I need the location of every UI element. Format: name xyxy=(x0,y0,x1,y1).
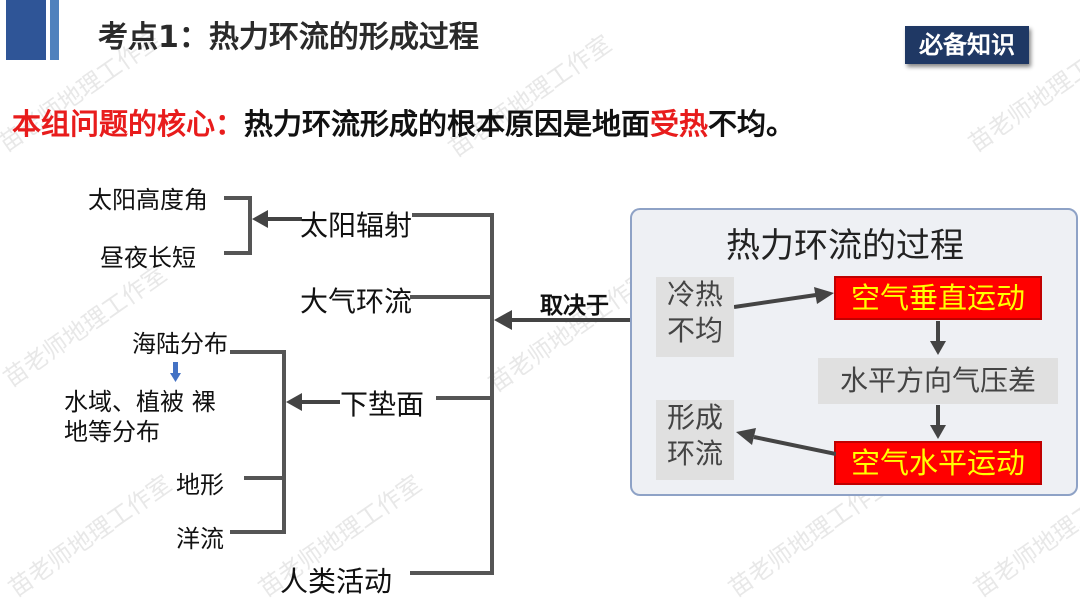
middle-atmospheric-circulation: 大气环流 xyxy=(300,285,413,318)
title-accent-bar-thin xyxy=(50,0,59,60)
depends-on-label: 取决于 xyxy=(540,293,609,319)
page-title: 考点1：热力环流的形成过程 xyxy=(98,20,479,55)
factor-sun-angle: 太阳高度角 xyxy=(88,186,208,214)
process-step-pressure-difference: 水平方向气压差 xyxy=(818,358,1058,404)
process-start-line-2: 不均 xyxy=(666,314,723,347)
middle-underlying-surface: 下垫面 xyxy=(340,388,425,421)
factor-terrain: 地形 xyxy=(176,471,224,499)
core-prefix: 本组问题的核心： xyxy=(12,107,245,141)
knowledge-badge: 必备知识 xyxy=(905,26,1029,64)
core-text-1: 热力环流形成的根本原因是地面 xyxy=(244,107,651,141)
process-end-line-1: 形成 xyxy=(666,401,723,434)
core-statement: 本组问题的核心：热力环流形成的根本原因是地面受热不均。 xyxy=(12,101,795,143)
core-highlight: 受热 xyxy=(650,107,709,141)
right-arrow-icon xyxy=(734,287,834,309)
left-arrow-icon xyxy=(252,210,302,228)
factor-day-length: 昼夜长短 xyxy=(100,244,196,272)
down-arrow-icon xyxy=(930,321,946,355)
small-down-arrow-icon xyxy=(170,362,181,382)
watermark: 苗老师地理工作室 xyxy=(3,469,177,603)
process-end-line-2: 环流 xyxy=(666,437,723,470)
middle-solar-radiation: 太阳辐射 xyxy=(300,209,413,242)
process-step-vertical-motion: 空气垂直运动 xyxy=(834,276,1042,320)
process-start-line-1: 冷热 xyxy=(666,278,723,311)
middle-human-activity: 人类活动 xyxy=(280,565,393,598)
factor-water-vegetation: 水域、植被 裸 xyxy=(64,388,216,416)
process-end-box: 形成 环流 xyxy=(656,400,734,480)
left-arrow-icon xyxy=(286,393,340,411)
left-arrow-icon xyxy=(736,428,836,456)
factor-water-vegetation-cont: 地等分布 xyxy=(64,418,160,446)
process-title: 热力环流的过程 xyxy=(726,226,964,266)
factor-ocean-current: 洋流 xyxy=(176,525,224,553)
title-accent-bar xyxy=(6,0,46,60)
process-step-horizontal-motion: 空气水平运动 xyxy=(834,441,1042,485)
core-text-2: 不均。 xyxy=(708,107,796,141)
factor-land-sea: 海陆分布 xyxy=(132,330,228,358)
down-arrow-icon xyxy=(930,405,946,439)
process-start-box: 冷热 不均 xyxy=(656,277,734,357)
